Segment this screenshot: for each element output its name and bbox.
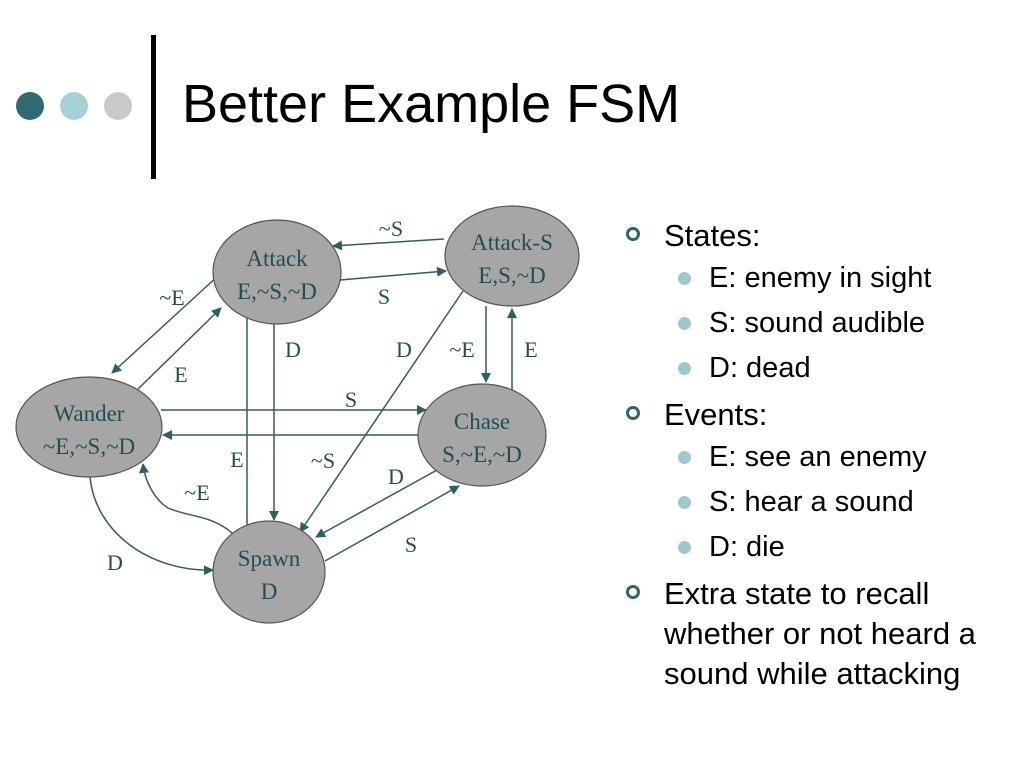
sub-bullet: E: see an enemy: [622, 435, 1017, 480]
bullet-text: States:: [664, 218, 761, 253]
transition-arrow-attack-to-wander: [111, 274, 220, 374]
title-divider: [151, 35, 156, 179]
transition-arrow-attack-s-to-spawn: [299, 290, 464, 533]
transition-label: D: [388, 464, 404, 489]
light-gray-dot: [104, 92, 132, 120]
state-ellipse: [417, 383, 547, 487]
state-name: Spawn: [238, 546, 301, 571]
dot-bullet-icon: [678, 272, 691, 285]
dot-bullet-icon: [678, 496, 691, 509]
state-name: Attack: [246, 246, 308, 271]
bullet-states: States:: [622, 216, 1017, 256]
state-wander: Wander ~E,~S,~D: [15, 376, 163, 478]
sub-bullet-text: S: hear a sound: [709, 486, 914, 518]
ring-bullet-icon: [626, 585, 640, 599]
state-ellipse: [15, 376, 163, 478]
sub-bullet-text: E: enemy in sight: [709, 262, 932, 294]
state-ellipse: [212, 520, 326, 624]
bullet-text: Events:: [664, 397, 768, 432]
sub-bullet-text: D: dead: [709, 352, 811, 384]
transition-arrow-attack-s-to-attack: [332, 238, 445, 251]
dark-teal-dot: [16, 92, 44, 120]
state-variables: E,S,~D: [478, 263, 545, 288]
dot-bullet-icon: [678, 541, 691, 554]
sub-bullet-text: S: sound audible: [709, 307, 926, 339]
transition-label: E: [524, 337, 537, 362]
bullet-events: Events:: [622, 395, 1017, 435]
transition-arrow-spawn-to-chase: [324, 485, 460, 562]
state-variables: E,~S,~D: [237, 279, 317, 304]
slide-title: Better Example FSM: [182, 74, 681, 134]
sub-bullet: S: hear a sound: [622, 480, 1017, 525]
state-name: Chase: [454, 409, 510, 434]
light-teal-dot: [60, 92, 88, 120]
sub-bullet-text: D: die: [709, 531, 785, 563]
state-ellipse: [212, 219, 342, 325]
state-name: Attack-S: [471, 230, 553, 255]
bullet-list: States: E: enemy in sight S: sound audib…: [622, 212, 1017, 694]
transition-label: S: [345, 387, 357, 412]
transition-label: D: [107, 550, 123, 575]
transition-label: ~E: [449, 337, 474, 362]
state-variables: ~E,~S,~D: [43, 434, 135, 459]
state-name: Wander: [54, 401, 125, 426]
dot-bullet-icon: [678, 317, 691, 330]
transition-label: ~S: [311, 448, 335, 473]
transition-label: ~E: [184, 480, 209, 505]
state-ellipse: [444, 205, 580, 307]
bullet-text: Extra state to recall whether or not hea…: [664, 576, 976, 691]
transition-label: D: [396, 337, 412, 362]
ring-bullet-icon: [626, 406, 640, 420]
transition-label: ~E: [159, 285, 184, 310]
transition-label: E: [230, 447, 243, 472]
transition-label: E: [174, 362, 187, 387]
ring-bullet-icon: [626, 227, 640, 241]
state-variables: S,~E,~D: [442, 442, 522, 467]
transition-label: S: [378, 284, 390, 309]
transition-label: D: [285, 337, 301, 362]
title-accent-dots: [16, 92, 136, 122]
state-variables: D: [261, 579, 278, 604]
transition-arrow-spawn-to-wander: [139, 463, 233, 534]
transition-label: ~S: [379, 216, 403, 241]
bullet-extra-state: Extra state to recall whether or not hea…: [622, 574, 1017, 694]
transition-arrow-wander-to-spawn: [89, 476, 214, 576]
dot-bullet-icon: [678, 451, 691, 464]
sub-bullet-text: E: see an enemy: [709, 441, 927, 473]
transition-label: S: [405, 532, 417, 557]
sub-bullet: D: die: [622, 525, 1017, 570]
transition-arrow-wander-to-attack: [136, 307, 222, 391]
sub-bullet: S: sound audible: [622, 301, 1017, 346]
sub-bullet: D: dead: [622, 346, 1017, 391]
transition-arrow-chase-to-spawn: [315, 469, 438, 538]
transition-arrow-attack-to-attack-s: [339, 266, 447, 281]
dot-bullet-icon: [678, 362, 691, 375]
state-attack-s: Attack-S E,S,~D: [444, 205, 580, 307]
sub-bullet: E: enemy in sight: [622, 256, 1017, 301]
